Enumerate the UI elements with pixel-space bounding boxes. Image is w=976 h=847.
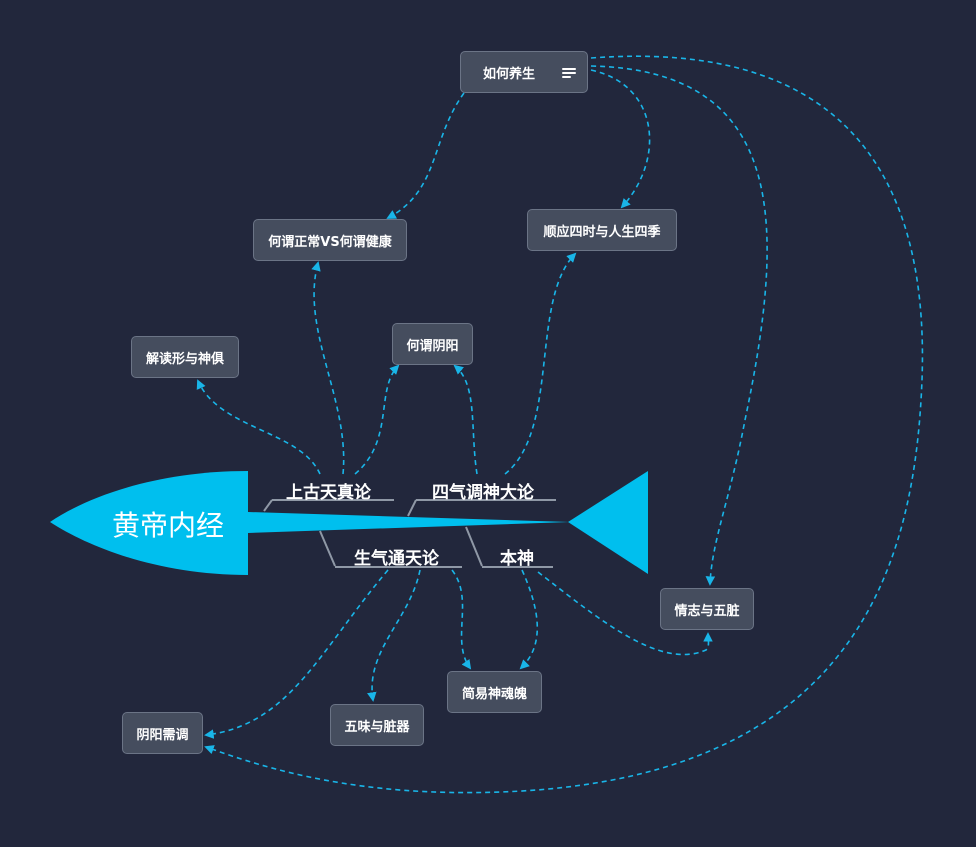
node-yangsheng-label: 如何养生 [483, 66, 536, 82]
link-shanggu-yinyang [354, 364, 400, 475]
node-xingshen[interactable]: 解读形与神俱 [131, 336, 239, 378]
node-wuwei[interactable]: 五味与脏器 [330, 704, 424, 746]
link-shanggu-xingshen [196, 379, 321, 475]
node-qingzhi[interactable]: 情志与五脏 [660, 588, 754, 630]
branch-siqi[interactable]: 四气调神大论 [432, 483, 534, 503]
link-siqi-yinyang [453, 364, 478, 475]
link-shengqi-jianyi [451, 569, 472, 670]
branch-benshen[interactable]: 本神 [500, 549, 534, 569]
link-benshen-jianyi [519, 569, 539, 670]
link-yangsheng-zhengchang [386, 92, 465, 219]
connectors [196, 55, 924, 794]
fish-spine [248, 512, 570, 533]
link-shanggu-zhengchang [311, 261, 345, 475]
menu-lines-icon[interactable] [562, 68, 576, 78]
link-yangsheng-qingzhi [590, 65, 768, 586]
link-benshen-qingzhi [537, 571, 713, 656]
node-yinyang[interactable]: 何谓阴阳 [392, 323, 473, 365]
fish-head [50, 471, 248, 575]
link-siqi-shunying [504, 252, 577, 475]
central-topic[interactable]: 黄帝内经 [112, 509, 225, 542]
link-shengqi-yinyangxu [204, 569, 389, 739]
node-zhengchang[interactable]: 何谓正常VS何谓健康 [253, 219, 407, 261]
node-jianyi[interactable]: 简易神魂魄 [447, 671, 542, 713]
fish-tail [568, 471, 648, 574]
link-yangsheng-shunying [590, 69, 651, 209]
node-yinyangxu[interactable]: 阴阳需调 [122, 712, 203, 754]
bones [263, 499, 556, 568]
branch-shanggu[interactable]: 上古天真论 [286, 483, 371, 503]
link-yangsheng-yinyangxu [204, 55, 924, 794]
node-shunying[interactable]: 顺应四时与人生四季 [527, 209, 677, 251]
link-shengqi-wuwei [367, 569, 421, 702]
node-yangsheng[interactable]: 如何养生 [460, 51, 588, 93]
branch-shengqi[interactable]: 生气通天论 [354, 549, 439, 569]
